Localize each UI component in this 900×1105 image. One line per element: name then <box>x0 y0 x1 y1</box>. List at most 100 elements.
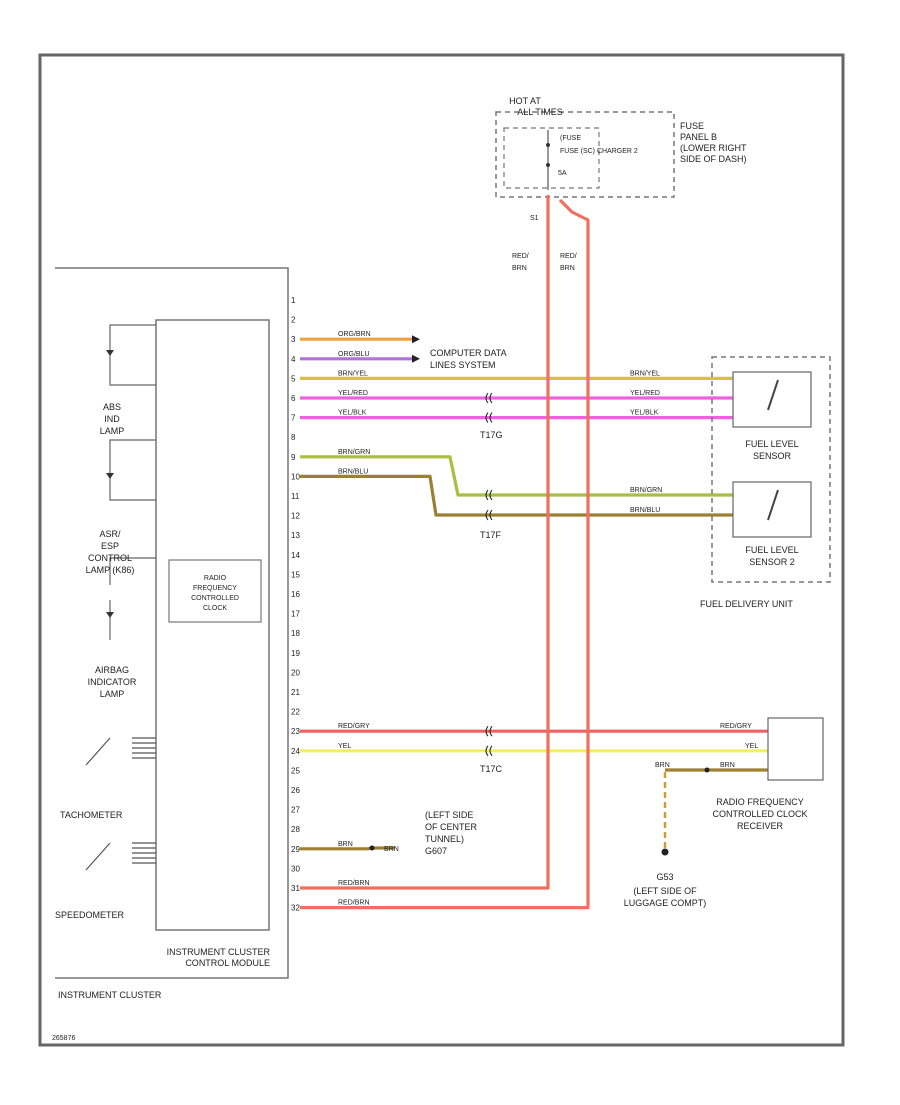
pin-number: 31 <box>291 884 300 893</box>
connector-icon <box>485 725 493 737</box>
speedometer-icon <box>85 842 156 871</box>
wire-label: ORG/BRN <box>338 331 371 338</box>
wire-label: BRN/GRN <box>338 449 370 456</box>
wire-label: YEL/BLK <box>338 410 367 417</box>
lamp-icons <box>106 350 114 618</box>
pin-number: 29 <box>291 845 300 854</box>
arrow-icon <box>412 335 420 344</box>
wire-label: YEL <box>338 743 351 750</box>
instrument-cluster-label: INSTRUMENT CLUSTER <box>58 990 162 1000</box>
wire-label: RED/BRN <box>338 880 370 887</box>
outer-frame <box>38 53 845 1047</box>
footer-code: 265876 <box>52 1035 75 1042</box>
wire-label: RED/GRY <box>720 723 752 730</box>
arrow-icon <box>412 354 420 363</box>
wire-label: BRN <box>655 762 670 769</box>
wire-red-brn-2 <box>300 198 590 910</box>
pin-number: 3 <box>291 335 296 344</box>
wire-brn-ground <box>300 846 395 851</box>
wire-label: BRN/BLU <box>630 507 660 514</box>
pin-number: 20 <box>291 668 300 677</box>
wire-label: BRN/YEL <box>338 370 368 377</box>
wire-label: RED/BRN <box>338 900 370 907</box>
wire-label: YEL/BLK <box>630 410 659 417</box>
pin-number: 5 <box>291 374 296 383</box>
pin-number: 32 <box>291 904 300 913</box>
wire-label: BRN <box>338 841 353 848</box>
g53-label: G53 <box>656 872 673 882</box>
pin-number: 19 <box>291 649 300 658</box>
pin-number: 7 <box>291 414 296 423</box>
pin-numbers: 1234567891011121314151617181920212223242… <box>291 296 300 913</box>
pin-number: 10 <box>291 472 300 481</box>
rf-clock-box <box>168 559 262 623</box>
wire-brn-blu <box>300 474 733 517</box>
pin-number: 15 <box>291 570 300 579</box>
connector-icon <box>485 412 493 423</box>
pin-number: 2 <box>291 316 296 325</box>
pin-number: 13 <box>291 531 300 540</box>
pin-number: 23 <box>291 727 300 736</box>
wire-red-brn-1 <box>300 195 550 890</box>
speedometer-label: SPEEDOMETER <box>55 910 125 920</box>
pin-number: 24 <box>291 747 300 756</box>
pin-number: 1 <box>291 296 296 305</box>
pin-number: 8 <box>291 433 296 442</box>
wire-label: BRN <box>720 762 735 769</box>
t17c-label: T17C <box>480 764 503 774</box>
connector-icon <box>485 745 493 757</box>
pin-number: 18 <box>291 629 300 638</box>
wire-label: ORG/BLU <box>338 351 370 358</box>
wire-label: RED/GRY <box>338 723 370 730</box>
splice-icon <box>369 845 375 851</box>
pin-number: 9 <box>291 453 296 462</box>
fuel-delivery-label: FUEL DELIVERY UNIT <box>700 599 793 609</box>
wire-brn-grn <box>300 455 733 497</box>
wire-label: YEL <box>745 743 758 750</box>
wire-label: BRN/GRN <box>630 487 662 494</box>
t17f-label: T17F <box>480 530 502 540</box>
sensor-icon <box>767 489 779 521</box>
pin-number: 6 <box>291 394 296 403</box>
pin-number: 30 <box>291 864 300 873</box>
pin-number: 4 <box>291 355 296 364</box>
diode-icon <box>106 473 114 479</box>
connector-icon <box>485 392 493 404</box>
pin-number: 27 <box>291 806 300 815</box>
pin-number: 11 <box>291 492 300 501</box>
pin-number: 17 <box>291 610 300 619</box>
lamps <box>109 324 156 640</box>
pin-number: 26 <box>291 786 300 795</box>
pin-number: 21 <box>291 688 300 697</box>
fuel-sensor-1-box <box>732 371 812 428</box>
pin-number: 12 <box>291 512 300 521</box>
cluster-control-module <box>155 319 270 931</box>
tachometer-icon <box>85 737 156 766</box>
pin-number: 22 <box>291 708 300 717</box>
wire-label: BRN <box>384 846 399 853</box>
tachometer-label: TACHOMETER <box>60 810 123 820</box>
pin-number: 28 <box>291 825 300 834</box>
pin-number: 14 <box>291 551 300 560</box>
pin-number: 16 <box>291 590 300 599</box>
diode-icon <box>106 612 114 618</box>
fuse-wire-label-1: RED/BRN <box>512 253 529 272</box>
wire-label: YEL/RED <box>630 390 660 397</box>
fuel-sensor-2-box <box>732 481 812 538</box>
wire-label: BRN/BLU <box>338 468 368 475</box>
